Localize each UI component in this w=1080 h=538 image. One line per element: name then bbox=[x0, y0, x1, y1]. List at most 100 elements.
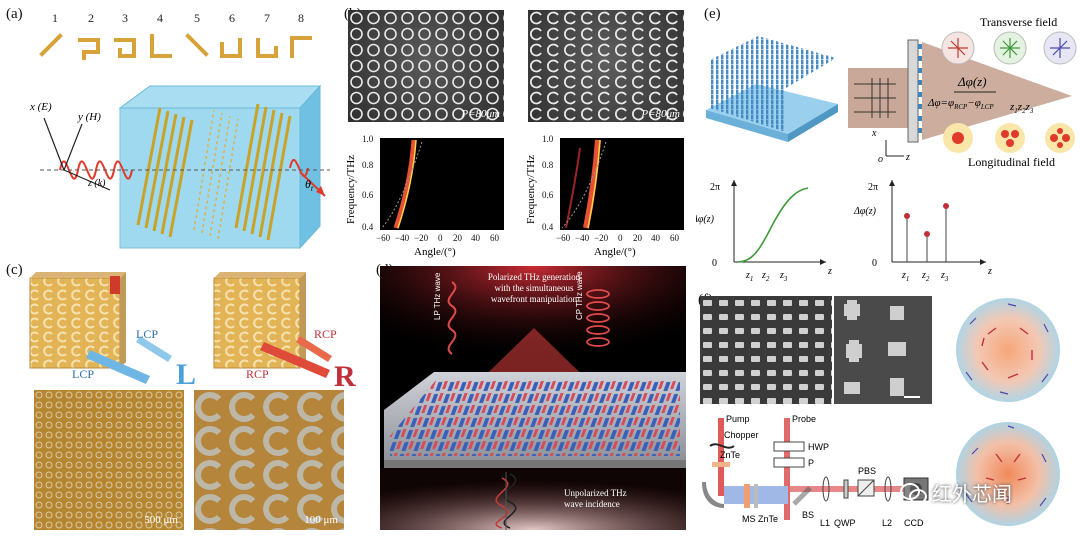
svg-text:z2: z2 bbox=[761, 270, 770, 283]
vector-field-top bbox=[956, 298, 1060, 402]
scale-bar-100um: 100 μm bbox=[304, 514, 338, 526]
disc-ylabel: Δφ(z) bbox=[853, 206, 877, 217]
sem-image-overview bbox=[700, 296, 832, 404]
xtick-r-0: 0 bbox=[618, 233, 623, 243]
longitudinal-field-label: Longitudinal field bbox=[968, 155, 1055, 169]
pillar-array bbox=[706, 36, 838, 142]
panel-e: (e) Δφ(z) Δφ=φRCP−φLCP z1z2z3 Transverse… bbox=[696, 0, 1080, 290]
continuous-curve bbox=[737, 187, 809, 263]
axis-o-small: o bbox=[878, 154, 883, 165]
pump-beam bbox=[718, 418, 724, 496]
xtick-r-20: 20 bbox=[633, 233, 643, 243]
axis-y-label: y (H) bbox=[77, 111, 101, 123]
panel-e-figure: Δφ(z) Δφ=φRCP−φLCP z1z2z3 Transverse fie… bbox=[696, 15, 1077, 283]
xtick-m60: −60 bbox=[376, 233, 391, 243]
panel-c-figure: LCP LCP L RCP RCP R bbox=[29, 272, 356, 392]
sem-image-zoom bbox=[834, 296, 932, 404]
letter-r: R bbox=[334, 360, 356, 392]
index-3: 3 bbox=[122, 11, 128, 25]
ytick-r-0-4: 0.4 bbox=[542, 222, 554, 232]
lcp-beam-out bbox=[136, 336, 172, 362]
xtick-m40: −40 bbox=[395, 233, 410, 243]
svg-text:z3: z3 bbox=[779, 270, 788, 283]
rcp-beam-in bbox=[260, 342, 330, 378]
z-markers: z1z2z3 bbox=[1009, 101, 1034, 115]
xtick-60: 60 bbox=[490, 233, 500, 243]
p-label: P bbox=[808, 458, 814, 468]
index-1: 1 bbox=[52, 11, 58, 25]
wechat-icon bbox=[900, 481, 927, 504]
dispersion-plot-left: 1.0 0.8 0.6 0.4 −60 −40 −20 0 20 40 60 A… bbox=[345, 134, 504, 258]
probe-beam bbox=[784, 418, 790, 520]
unit-shapes bbox=[39, 33, 312, 60]
watermark-text: 红外芯闻 bbox=[932, 481, 1012, 506]
l2-label: L2 bbox=[882, 518, 892, 528]
index-6: 6 bbox=[229, 11, 235, 25]
xlabel-left: Angle/(°) bbox=[414, 246, 456, 258]
lcp-in-label: LCP bbox=[72, 367, 94, 381]
theta-label: θt bbox=[305, 177, 314, 193]
panel-a-figure: 1 2 3 4 5 6 7 8 bbox=[29, 11, 330, 250]
ytick-r-0-6: 0.6 bbox=[542, 190, 554, 200]
period-label-left: P=80μm bbox=[461, 108, 500, 120]
optical-setup: Pump Probe Chopper ZnTe HWP P MS ZnTe BS… bbox=[702, 414, 929, 528]
cont-ylabel: Δφ(z) bbox=[696, 214, 715, 225]
coordinate-axes bbox=[43, 117, 111, 191]
grating-left bbox=[136, 107, 194, 238]
unit-indices: 1 2 3 4 5 6 7 8 bbox=[52, 11, 304, 25]
phase-plot-discrete: 2π 0 Δφ(z) z z1 z2 z3 bbox=[853, 180, 992, 283]
xtick-m20: −20 bbox=[414, 233, 429, 243]
panel-b: (b) P=80μm P=80μm 1.0 0.8 0.6 0.4 bbox=[340, 0, 690, 258]
xtick-r-m20: −20 bbox=[594, 233, 609, 243]
rcp-in-label: RCP bbox=[246, 367, 269, 381]
ring-array-left bbox=[348, 10, 504, 122]
panel-d: (d) Polarized THz generation with the si… bbox=[374, 260, 690, 538]
pbs-label: PBS bbox=[858, 466, 876, 476]
pillar-field bbox=[390, 380, 680, 456]
ytick-r-0-8: 0.8 bbox=[542, 160, 554, 170]
ytick-0-6: 0.6 bbox=[362, 190, 374, 200]
rcp-out-label: RCP bbox=[314, 327, 337, 341]
metasurface-slab bbox=[907, 39, 919, 143]
d-bottom-line-1: Unpolarized THz bbox=[564, 488, 627, 498]
longitudinal-field-circles bbox=[943, 123, 1075, 153]
micrograph-right: P=80μm bbox=[528, 10, 684, 122]
svg-text:z3: z3 bbox=[940, 270, 949, 283]
axis-x-small: x bbox=[871, 128, 877, 139]
micrograph-c-left: 500 μm bbox=[34, 390, 184, 530]
panel-c-label: (c) bbox=[6, 262, 23, 278]
panel-a: (a) 1 2 3 4 5 6 7 8 bbox=[0, 0, 335, 258]
panel-e-label: (e) bbox=[704, 6, 721, 22]
panel-d-figure: Polarized THz generation with the simult… bbox=[380, 266, 686, 530]
axis-x-label: x (E) bbox=[29, 101, 52, 113]
split-ring-array-right bbox=[528, 10, 684, 122]
xtick-r-60: 60 bbox=[670, 233, 680, 243]
dphi-label: Δφ(z) bbox=[957, 74, 987, 89]
index-2: 2 bbox=[88, 11, 94, 25]
transverse-field-label: Transverse field bbox=[980, 15, 1057, 29]
transmitted-wave bbox=[289, 159, 309, 177]
lcp-beam-in bbox=[86, 350, 150, 384]
svg-text:z2: z2 bbox=[921, 270, 930, 283]
period-label-right: P=80μm bbox=[641, 108, 680, 120]
cont-ytop: 2π bbox=[710, 182, 720, 193]
xtick-40: 40 bbox=[471, 233, 481, 243]
vector-field-bottom bbox=[956, 422, 1060, 526]
index-5: 5 bbox=[194, 11, 200, 25]
index-8: 8 bbox=[298, 11, 304, 25]
grating-right bbox=[234, 103, 292, 241]
cp-wave-label: CP THz wave bbox=[575, 271, 584, 320]
panel-f: (f) bbox=[692, 290, 1080, 538]
xtick-20: 20 bbox=[453, 233, 463, 243]
cont-xlabel: z bbox=[827, 266, 832, 277]
lp-wave bbox=[447, 281, 457, 355]
lollipop-z2 bbox=[924, 231, 930, 237]
panel-a-label: (a) bbox=[6, 6, 23, 22]
xtick-r-40: 40 bbox=[651, 233, 661, 243]
dphi-equation: Δφ=φRCP−φLCP bbox=[927, 97, 994, 111]
micrograph-c-right: 100 μm bbox=[194, 390, 344, 530]
rcp-beam-out bbox=[296, 336, 332, 362]
axis-k-label: z (k) bbox=[87, 178, 106, 189]
ccd-label: CCD bbox=[904, 518, 924, 528]
axis-z-small: z bbox=[905, 152, 910, 163]
